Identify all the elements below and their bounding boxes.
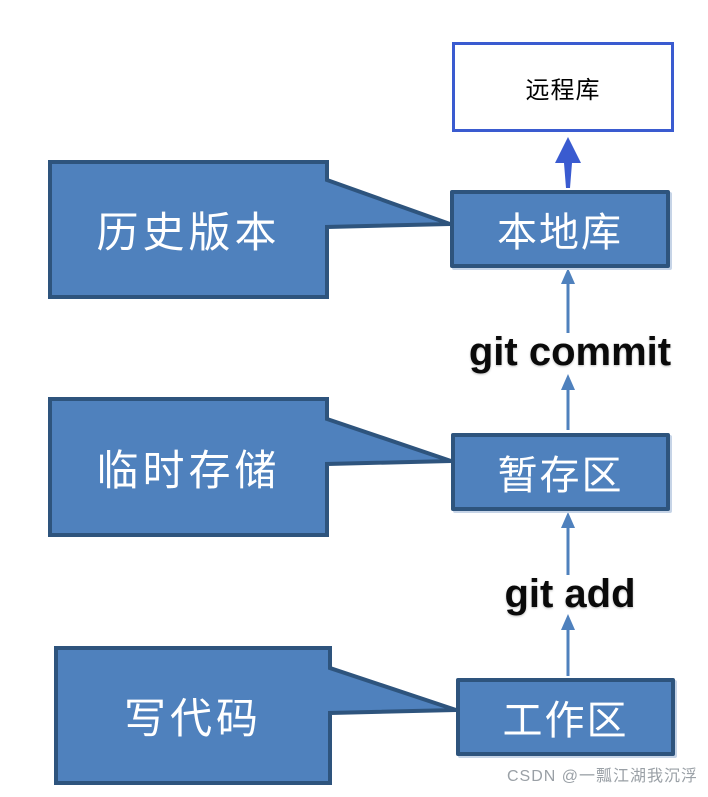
arrow-work-to-add <box>561 614 575 676</box>
callout-code-label: 写代码 <box>123 697 262 743</box>
callout-history-label: 历史版本 <box>96 211 281 257</box>
git-commit-label: git commit <box>468 330 672 374</box>
staging-area-label: 暂存区 <box>497 453 624 498</box>
callout-history-bubble <box>48 160 451 299</box>
callout-temp-bubble <box>48 397 452 537</box>
local-repo-box: 本地库 <box>450 190 670 268</box>
arrow-stage-to-commit <box>561 374 575 430</box>
local-repo-label: 本地库 <box>497 210 623 255</box>
remote-repo-box: 远程库 <box>452 42 674 132</box>
callout-temp-label: 临时存储 <box>96 448 281 495</box>
working-area-label: 工作区 <box>502 698 629 743</box>
arrow-commit-to-local <box>561 268 575 333</box>
remote-repo-label: 远程库 <box>525 76 601 104</box>
git-add-label: git add <box>504 572 636 616</box>
arrow-add-to-stage <box>561 512 575 575</box>
callout-code-bubble <box>54 646 457 785</box>
csdn-watermark: CSDN @一瓢江湖我沉浮 <box>506 768 698 785</box>
staging-area-box: 暂存区 <box>451 433 670 511</box>
working-area-box: 工作区 <box>456 678 675 756</box>
push-arrow <box>555 137 581 188</box>
